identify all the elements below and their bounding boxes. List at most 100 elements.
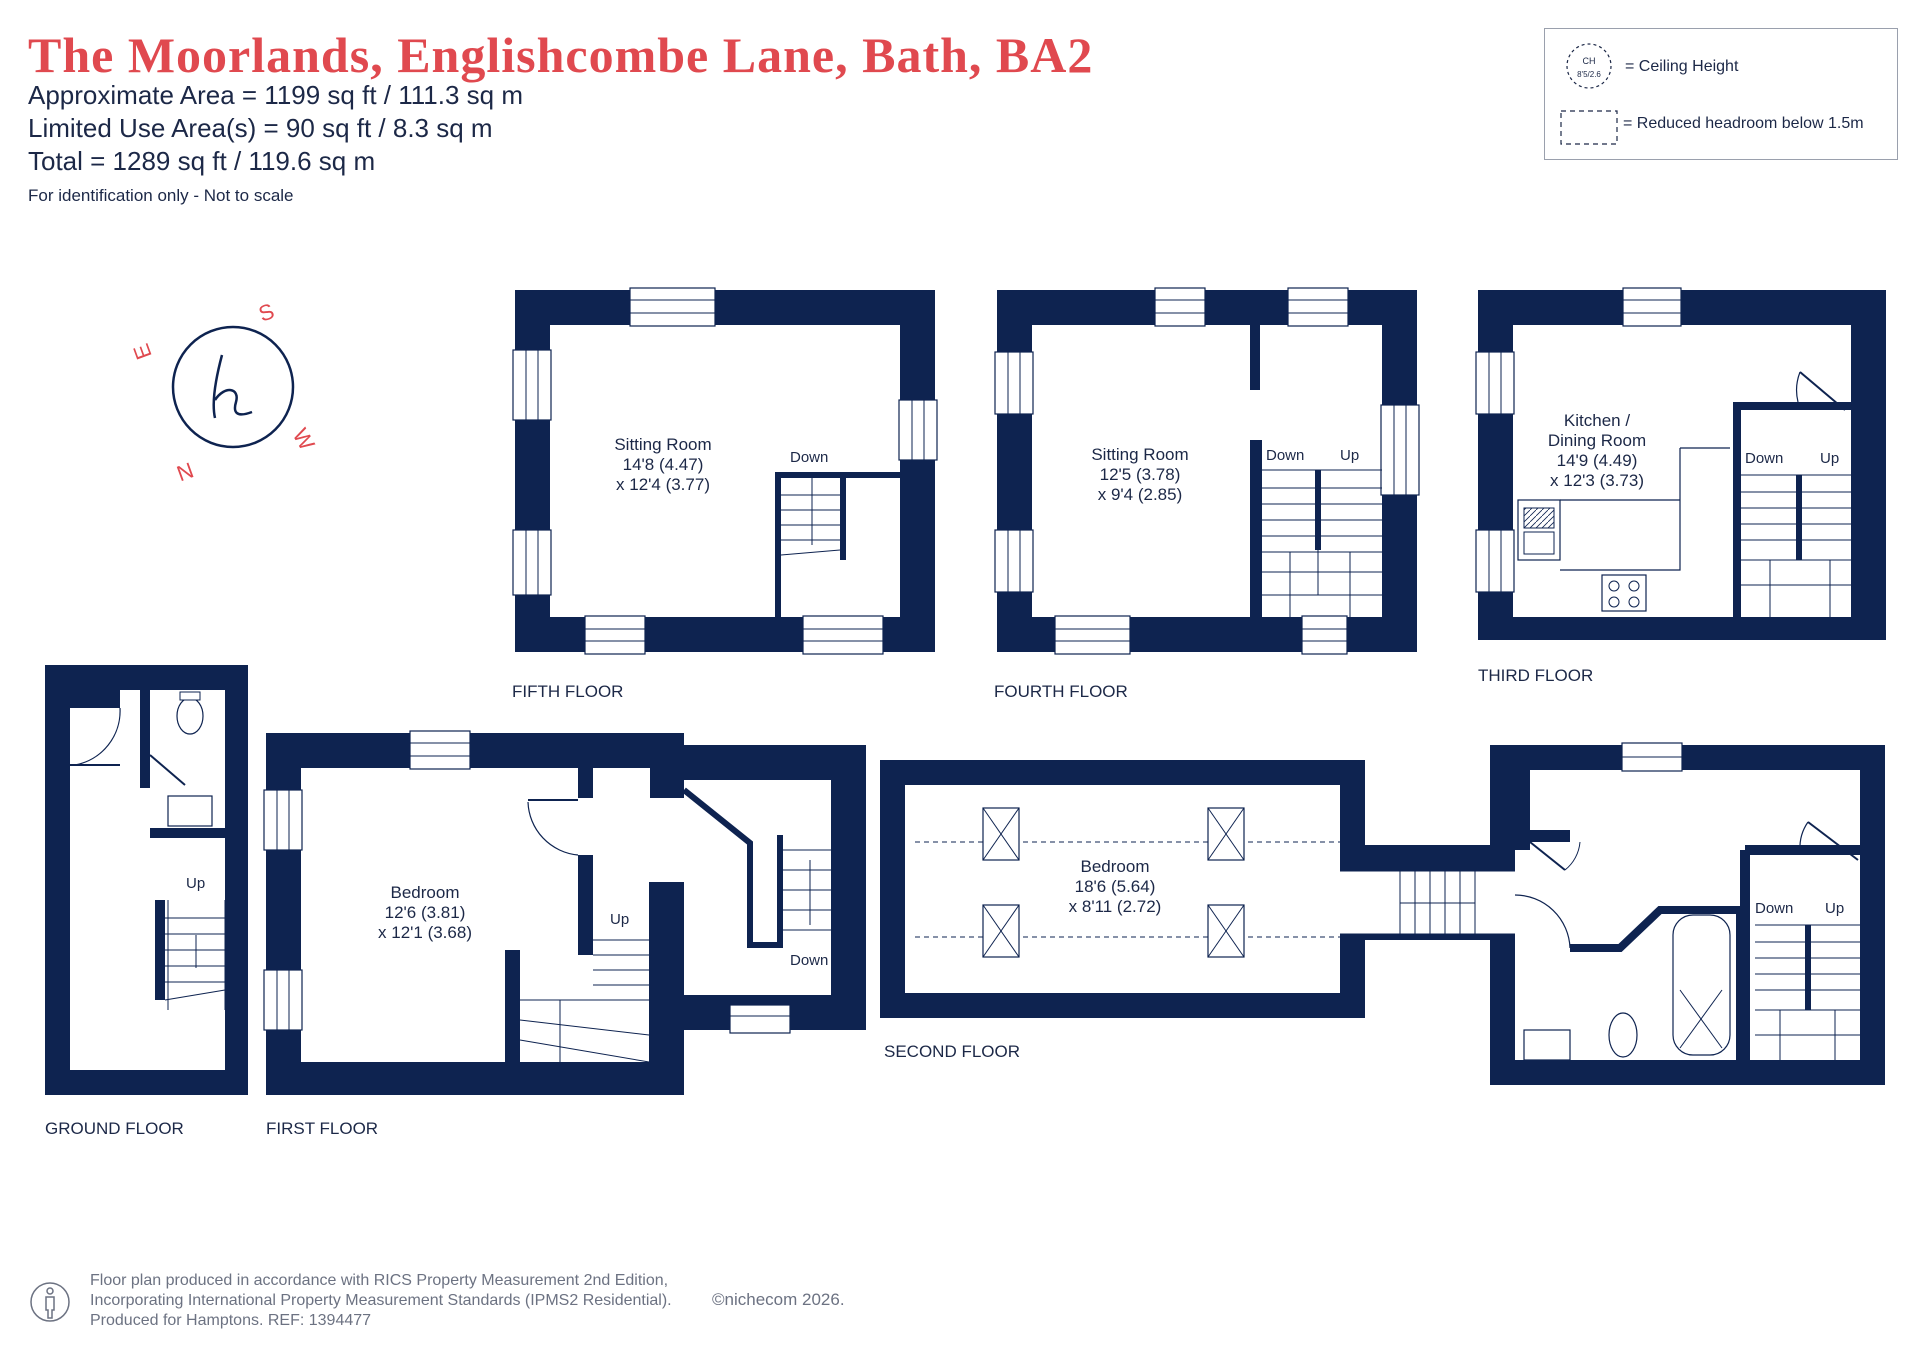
fifth-room-dim1: 14'8 (4.47) (623, 455, 704, 474)
compass: S W N E (128, 298, 320, 486)
window (994, 529, 1034, 593)
stair-rail (1315, 470, 1321, 550)
second-stairs-down: Down (1755, 900, 1793, 917)
window (1154, 287, 1206, 327)
hob-icon (1601, 574, 1647, 612)
door-swing (1514, 894, 1571, 949)
ground-stairs (164, 900, 226, 1010)
window (629, 287, 716, 327)
fifth-room-name: Sitting Room (614, 435, 711, 454)
compass-w: W (288, 424, 320, 455)
window (994, 351, 1034, 415)
reduced-headroom-lines (915, 841, 1340, 938)
wall-segment (578, 855, 593, 955)
first-room-dim2: x 12'1 (3.68) (378, 923, 472, 942)
basin-icon (167, 795, 213, 827)
fifth-room-dim2: x 12'4 (3.77) (616, 475, 710, 494)
window (1054, 615, 1131, 655)
stair-rail (1796, 475, 1802, 560)
door-swing (74, 707, 121, 766)
wall-segment (578, 768, 593, 798)
window (1301, 615, 1348, 655)
fifth-floor-plan: Down Sitting Room 14'8 (4.47) x 12'4 (3.… (512, 287, 938, 701)
window (729, 1004, 791, 1034)
fourth-floor-label: FOURTH FLOOR (994, 682, 1128, 701)
basin (1523, 531, 1555, 555)
second-stairs-up: Up (1825, 900, 1844, 917)
door-swing (527, 801, 579, 856)
fifth-floor-label: FIFTH FLOOR (512, 682, 623, 701)
approx-area: Approximate Area = 1199 sq ft / 111.3 sq… (28, 80, 524, 110)
third-stairs-down: Down (1745, 450, 1783, 467)
first-room-dim1: 12'6 (3.81) (385, 903, 466, 922)
window (1287, 287, 1349, 327)
ceiling-symbol-top: CH (1583, 56, 1596, 66)
compass-e: E (128, 340, 157, 362)
partition-wall (1250, 325, 1260, 390)
window (263, 789, 303, 851)
legend-symbols: CH 8'5/2.6 (1560, 43, 1618, 145)
fifth-floor-walls (515, 290, 935, 652)
second-room-dim2: x 8'11 (2.72) (1069, 897, 1162, 916)
fourth-stairs (1262, 469, 1382, 617)
second-floor-label: SECOND FLOOR (884, 1042, 1020, 1061)
total-area: Total = 1289 sq ft / 119.6 sq m (28, 146, 376, 176)
ground-floor-walls (45, 665, 248, 1095)
limited-use-area: Limited Use Area(s) = 90 sq ft / 8.3 sq … (28, 113, 493, 143)
wall-segment (650, 768, 684, 798)
first-room-name: Bedroom (391, 883, 460, 902)
stair-wall (775, 472, 900, 617)
scale-note: For identification only - Not to scale (28, 186, 294, 205)
logo-h-icon (212, 354, 253, 419)
reduced-headroom-icon (1560, 110, 1618, 145)
third-floor-label: THIRD FLOOR (1478, 666, 1593, 685)
fourth-room-dim2: x 9'4 (2.85) (1098, 485, 1183, 504)
door-swing (1796, 371, 1801, 403)
fourth-stairs-down: Down (1266, 447, 1304, 464)
bath-icon (1672, 914, 1731, 1056)
wall-segment (1530, 830, 1570, 842)
second-floor-walls (880, 745, 1885, 1085)
window (1380, 404, 1420, 496)
window (512, 349, 552, 421)
basin-icon (1523, 1029, 1571, 1061)
fourth-room-dim1: 12'5 (3.78) (1100, 465, 1181, 484)
footer-line-2: Incorporating International Property Mea… (90, 1292, 672, 1309)
ground-floor-plan: Up GROUND FLOOR (45, 665, 248, 1138)
legend-box: CH 8'5/2.6 = Ceiling Height = Reduced he… (1544, 28, 1898, 160)
stair-wall (682, 787, 783, 948)
stair-rail (1805, 925, 1811, 1010)
wall-segment (140, 690, 150, 788)
drainer (1523, 507, 1555, 529)
fourth-room-name: Sitting Room (1091, 445, 1188, 464)
fourth-floor-plan: Down Up Sitting Room 12'5 (3.78) x 9'4 (… (994, 287, 1420, 701)
wall-segment (70, 690, 120, 708)
window (1475, 529, 1515, 593)
third-room-name-1: Kitchen / (1564, 411, 1630, 430)
footer-line-3: Produced for Hamptons. REF: 1394477 (90, 1312, 372, 1329)
wall-segment (150, 828, 225, 838)
second-floor-plan: Down Up Bedroom 18'6 (5.64) x 8'11 (2.72… (880, 742, 1885, 1085)
ceiling-height-label: = Ceiling Height (1625, 58, 1739, 75)
stair-wall (1740, 845, 1860, 1060)
toilet-icon (176, 697, 204, 735)
window (802, 615, 884, 655)
third-room-dim1: 14'9 (4.49) (1557, 451, 1638, 470)
window (1475, 351, 1515, 415)
first-stairs (519, 849, 831, 1063)
third-stairs-up: Up (1820, 450, 1839, 467)
third-floor-plan: Down Up Kitchen / Dining Room 14'9 (4.49… (1475, 287, 1886, 685)
page-title: The Moorlands, Englishcombe Lane, Bath, … (28, 27, 1094, 83)
third-floor-walls (1478, 290, 1886, 640)
window (409, 730, 471, 770)
stair-wall (155, 900, 165, 1000)
fifth-stairs-label: Down (790, 449, 828, 466)
skylight-crosses (982, 807, 1245, 958)
ceiling-height-icon (1566, 43, 1612, 89)
compass-n: N (173, 457, 196, 486)
fifth-stairs (780, 478, 841, 556)
first-floor-plan: Up Down Bedroom 12'6 (3.81) x 12'1 (3.68… (263, 730, 866, 1138)
logo-circle (171, 325, 295, 449)
wall-segment (505, 950, 520, 1062)
